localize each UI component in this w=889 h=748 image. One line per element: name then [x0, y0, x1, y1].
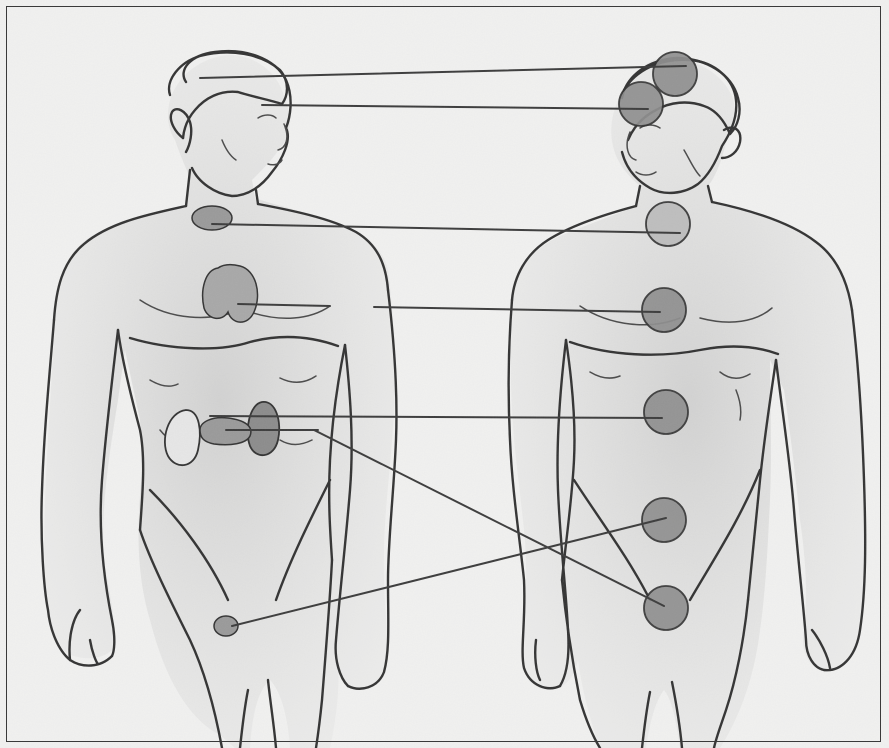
diagram-canvas — [0, 0, 889, 748]
body-diagram — [0, 0, 889, 748]
paper-grain — [0, 0, 889, 748]
